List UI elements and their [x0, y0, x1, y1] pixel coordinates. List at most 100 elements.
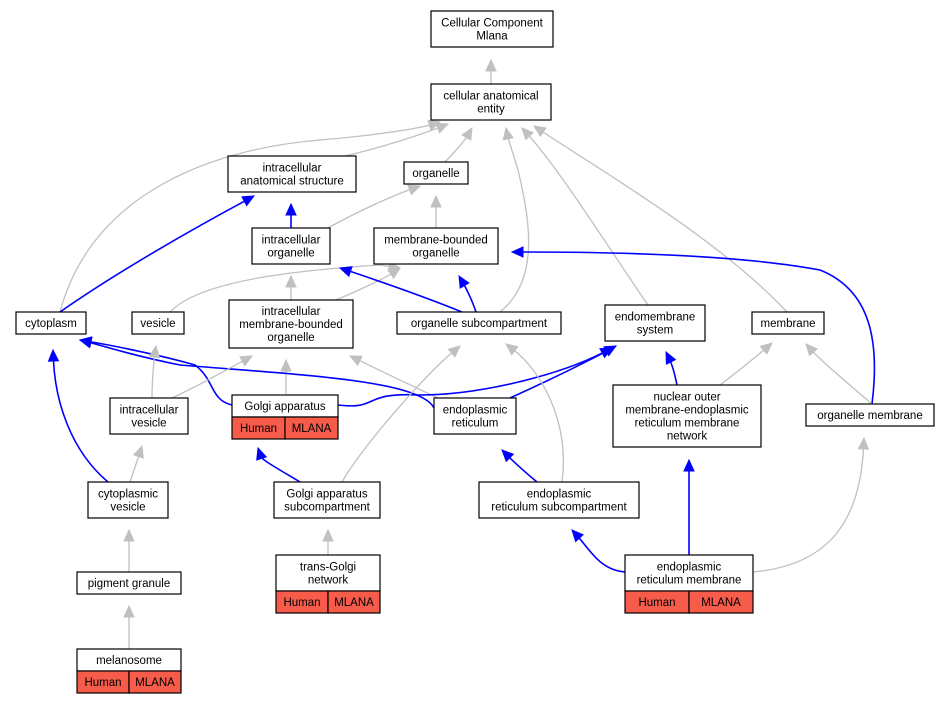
- annotation-cell-mlana: [284, 416, 339, 440]
- edge-ivs-to-ves: [148, 344, 161, 399]
- edge-imbo-to-io: [285, 274, 297, 300]
- edge-gasub-to-osub: [341, 345, 461, 483]
- annotation-label: MLANA: [292, 423, 332, 435]
- term-label-line: intracellular: [262, 306, 321, 318]
- term-label-line: membrane-bounded: [384, 235, 488, 247]
- edge-cves-to-ivs: [129, 444, 144, 483]
- term-label-line: membrane: [761, 318, 816, 330]
- edge-er-to-endo: [509, 345, 618, 399]
- term-label-line: network: [308, 575, 349, 587]
- term-label-line: Golgi apparatus: [244, 401, 325, 413]
- term-node-nucl[interactable]: nuclear outermembrane-endoplasmicreticul…: [612, 384, 762, 448]
- edge-tgn-to-gasub: [322, 528, 334, 555]
- edge-cae-to-root: [485, 58, 497, 84]
- edge-golgi-to-endo: [337, 347, 614, 407]
- edge-orgm-to-memb: [805, 343, 873, 405]
- term-label-line: network: [667, 431, 708, 443]
- term-label-line: intracellular: [120, 405, 179, 417]
- edge-ias-to-cae: [344, 122, 450, 157]
- edge-gasub-to-golgi: [256, 446, 301, 483]
- annotation-label: Human: [283, 597, 320, 609]
- edge-endo-to-cae: [521, 127, 649, 306]
- edge-io-to-org: [327, 184, 422, 229]
- term-label-line: endoplasmic: [657, 562, 722, 574]
- term-label-line: pigment granule: [88, 578, 170, 590]
- edge-cyto-to-ias: [59, 195, 256, 313]
- term-label-line: anatomical structure: [240, 176, 344, 188]
- edge-erm-to-ersub: [571, 529, 626, 573]
- annotation-label: MLANA: [135, 677, 175, 689]
- term-label-line: intracellular: [262, 235, 321, 247]
- edge-cves-to-cyto: [47, 348, 109, 483]
- term-label-line: vesicle: [140, 318, 175, 330]
- term-label-line: reticulum membrane: [635, 418, 740, 430]
- term-label-line: cytoplasmic: [98, 489, 158, 501]
- annotation-cell-mlana: [128, 670, 182, 694]
- edge-mbo-to-org: [430, 194, 442, 228]
- edge-osub-to-mbo: [458, 274, 477, 313]
- term-node-org[interactable]: organelle: [403, 161, 469, 185]
- term-label-line: intracellular: [263, 163, 322, 175]
- annotation-cell-mlana: [688, 590, 754, 614]
- term-label-line: organelle: [267, 248, 314, 260]
- edge-org-to-cae: [444, 126, 473, 163]
- term-label-line: cytoplasm: [25, 318, 77, 330]
- term-node-orgm[interactable]: organelle membrane: [805, 403, 935, 427]
- edge-mel-to-pig: [123, 604, 135, 649]
- term-label-line: melanosome: [96, 655, 162, 667]
- term-label-line: Golgi apparatus: [286, 489, 367, 501]
- term-node-ves[interactable]: vesicle: [131, 311, 185, 335]
- term-label-line: endomembrane: [615, 312, 696, 324]
- edge-nucl-to-endo: [665, 350, 678, 386]
- edge-cyto-to-cae: [59, 119, 442, 313]
- edge-ersub-to-osub: [505, 343, 564, 483]
- term-label-line: nuclear outer: [653, 392, 720, 404]
- edge-er-to-cyto: [78, 337, 435, 409]
- term-label-line: vesicle: [110, 502, 145, 514]
- term-label-line: Cellular Component: [441, 18, 543, 30]
- term-label-line: entity: [477, 104, 505, 116]
- edge-ersub-to-er: [501, 449, 538, 483]
- term-label-line: membrane-endoplasmic: [625, 405, 749, 417]
- edge-memb-to-cae: [532, 125, 788, 313]
- annotation-label: Human: [638, 597, 675, 609]
- term-label-line: Mlana: [476, 31, 508, 43]
- term-label-line: organelle: [412, 168, 459, 180]
- annotation-label: MLANA: [701, 597, 741, 609]
- term-label-line: subcompartment: [284, 502, 370, 514]
- term-label-line: system: [637, 325, 673, 337]
- term-node-pig[interactable]: pigment granule: [76, 571, 182, 595]
- annotation-label: Human: [240, 423, 277, 435]
- edge-er-to-imbo: [348, 355, 439, 399]
- term-label-line: endoplasmic: [443, 405, 508, 417]
- term-label-line: trans-Golgi: [300, 562, 356, 574]
- term-node-memb[interactable]: membrane: [751, 311, 825, 335]
- term-label-line: organelle: [267, 332, 314, 344]
- term-label-line: reticulum: [452, 418, 499, 430]
- term-label-line: cellular anatomical: [443, 91, 538, 103]
- edge-orgm-to-mbo: [510, 246, 876, 405]
- term-node-osub[interactable]: organelle subcompartment: [396, 311, 562, 335]
- term-node-cyto[interactable]: cytoplasm: [15, 311, 87, 335]
- annotation-label: MLANA: [334, 597, 374, 609]
- term-label-line: endoplasmic: [527, 489, 592, 501]
- term-label-line: organelle subcompartment: [411, 318, 548, 330]
- annotation-label: Human: [84, 677, 121, 689]
